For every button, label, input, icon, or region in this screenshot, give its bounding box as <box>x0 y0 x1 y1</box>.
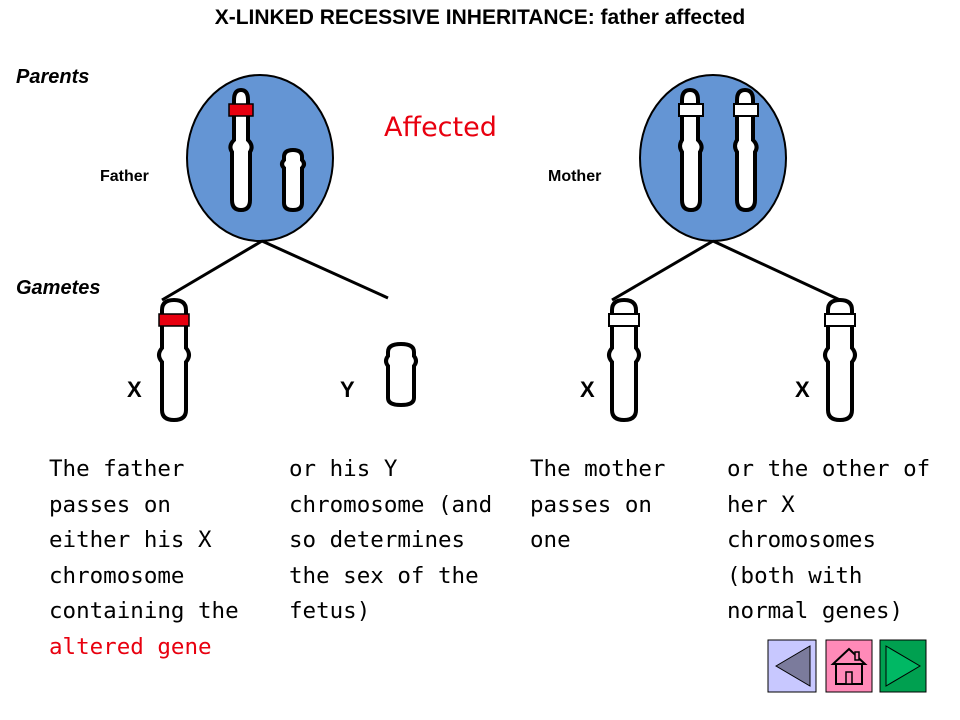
caption-father-x-text: The father passes on either his X chromo… <box>49 456 239 624</box>
gamete-father-y-chromosome <box>384 341 418 408</box>
gamete-mother-normal-band-1 <box>608 313 640 327</box>
gamete-letter-mother-x1: X <box>580 377 595 402</box>
mother-normal-gene-band-2 <box>733 103 759 117</box>
father-x-chromosome <box>228 87 254 213</box>
father-branch-y <box>261 239 389 300</box>
mother-branch-x1 <box>611 239 714 302</box>
home-button[interactable] <box>825 639 873 693</box>
forward-button[interactable] <box>879 639 927 693</box>
parents-label: Parents <box>16 66 90 88</box>
gamete-letter-father-x: X <box>127 377 142 402</box>
father-cell <box>186 74 334 242</box>
affected-label: Affected <box>384 112 497 143</box>
caption-altered-gene: altered gene <box>49 633 212 660</box>
gametes-label: Gametes <box>16 277 101 299</box>
gamete-father-x-chromosome <box>157 297 191 423</box>
gamete-mother-normal-band-2 <box>824 313 856 327</box>
gamete-mother-x1-chromosome <box>607 297 641 423</box>
caption-mother-x2: or the other of her X chromosomes (both … <box>727 456 931 624</box>
caption-father-y: or his Y chromosome (and so determines t… <box>289 456 493 624</box>
father-label: Father <box>100 168 149 185</box>
mother-label: Mother <box>548 168 602 185</box>
mother-x-chromosome-2 <box>733 87 759 213</box>
back-arrow-icon <box>775 645 811 687</box>
mother-normal-gene-band-1 <box>678 103 704 117</box>
mother-branch-x2 <box>712 239 841 302</box>
father-branch-x <box>161 239 263 302</box>
gamete-mother-x2-chromosome <box>823 297 857 423</box>
mother-x-chromosome-1 <box>678 87 704 213</box>
home-icon <box>830 647 868 685</box>
gamete-letter-mother-x2: X <box>795 377 810 402</box>
back-button[interactable] <box>767 639 817 693</box>
forward-arrow-icon <box>885 645 921 687</box>
gamete-letter-father-y: Y <box>340 377 355 402</box>
father-altered-gene-band <box>228 103 254 117</box>
father-y-chromosome <box>280 147 306 213</box>
gamete-altered-gene-band <box>158 313 190 327</box>
diagram-title: X-LINKED RECESSIVE INHERITANCE: father a… <box>214 6 746 29</box>
caption-mother-x1: The mother passes on one <box>530 456 666 553</box>
caption-father-x: The father passes on either his X chromo… <box>49 452 249 665</box>
mother-cell <box>639 74 787 242</box>
